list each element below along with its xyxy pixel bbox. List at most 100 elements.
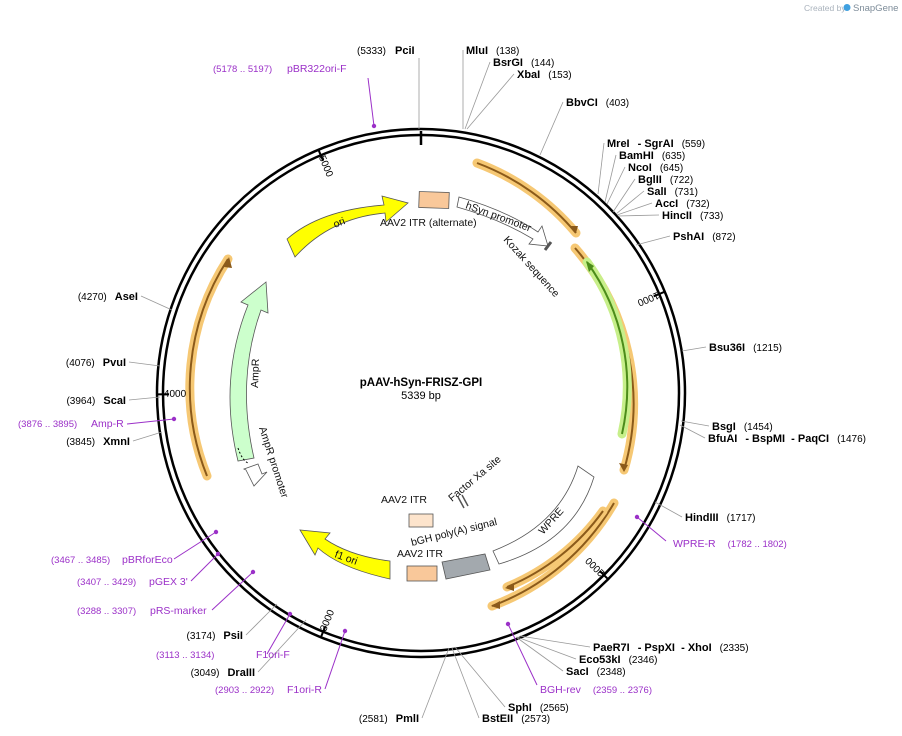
- enzyme-site-bsteii[interactable]: BstEII (2573): [482, 713, 550, 725]
- enzyme-site-pvui[interactable]: PvuI(4076): [66, 357, 126, 369]
- enzyme-site-hincii[interactable]: HincII (733): [662, 210, 723, 222]
- enzyme-site-pshai[interactable]: PshAI(872): [673, 231, 736, 243]
- enzyme-site-bamhi[interactable]: BamHI(635): [619, 150, 685, 162]
- enzyme-position: (3049): [191, 668, 220, 679]
- enzyme-site-paer7i[interactable]: PaeR7I- PspXI - XhoI(2335): [593, 642, 749, 654]
- enzyme-position: (4270): [78, 292, 107, 303]
- orf-arcs: [185, 158, 638, 611]
- primer-range: (3288 .. 3307): [77, 606, 136, 617]
- enzyme-leader: [617, 214, 660, 217]
- enzyme-leader: [128, 361, 161, 367]
- primer-leader: [636, 516, 667, 542]
- orf-arc-lower-right-inner: [502, 506, 608, 592]
- orf-arc-top-right: [472, 158, 581, 238]
- primer-range: (3876 .. 3895): [18, 419, 77, 430]
- enzyme-name: AccI: [655, 198, 678, 210]
- primer-wpre-r[interactable]: WPRE-R(1782 .. 1802): [673, 538, 787, 550]
- feature-label-factor-xa: Factor Xa site: [446, 453, 503, 504]
- enzyme-site-draiii[interactable]: DraIII (3049): [191, 667, 255, 679]
- enzyme-site-psii[interactable]: PsiI(3174): [187, 630, 243, 642]
- enzyme-site-xmni[interactable]: XmnI(3845): [66, 436, 130, 448]
- enzyme-site-asei[interactable]: AseI (4270): [78, 291, 138, 303]
- enzyme-site-xbai[interactable]: XbaI (153): [517, 69, 572, 81]
- primer-range: (3113 .. 3134): [156, 650, 214, 661]
- tick-label: 2000: [583, 554, 607, 578]
- enzyme-name: DraIII: [227, 667, 255, 679]
- primer-leader: [507, 623, 538, 686]
- enzyme-site-acci[interactable]: AccI(732): [655, 198, 710, 210]
- enzyme-site-pmli[interactable]: PmlI(2581): [359, 713, 419, 725]
- primer-amp-r[interactable]: (3876 .. 3895)Amp-R: [18, 418, 124, 430]
- enzyme-site-sali[interactable]: SalI(731): [647, 186, 698, 198]
- enzyme-leader: [515, 636, 564, 672]
- leader-lines: [128, 50, 710, 719]
- primer-leader: [211, 571, 254, 611]
- enzyme-position: (2581): [359, 714, 388, 725]
- tick-label: 1000: [635, 289, 660, 308]
- primer-pbr322ori-f[interactable]: (5178 .. 5197)pBR322ori-F: [213, 63, 347, 75]
- enzyme-name: HincII: [662, 210, 692, 222]
- snapgene-logo-icon: [843, 4, 851, 11]
- enzyme-name: BbvCI: [566, 97, 598, 109]
- primer-pbrforeco[interactable]: (3467 .. 3485)pBRforEco: [51, 554, 173, 566]
- enzyme-position: (559): [682, 139, 705, 150]
- feature-aav2-itr-2: AAV2 ITR: [397, 548, 443, 582]
- primer-name: F1ori-F: [256, 649, 290, 661]
- enzyme-position: (5333): [357, 46, 386, 57]
- enzyme-position: (153): [548, 70, 571, 81]
- enzyme-position: (2573): [521, 714, 550, 725]
- enzyme-site-bbvci[interactable]: BbvCI (403): [566, 97, 629, 109]
- feature-label-ori: ori: [332, 215, 347, 230]
- enzyme-leader: [597, 142, 605, 195]
- enzyme-name: SacI: [566, 666, 589, 678]
- enzyme-name: BstEII: [482, 713, 513, 725]
- tick-label: 4000: [164, 389, 187, 400]
- enzyme-position: (1215): [753, 343, 782, 354]
- primer-labels: (5178 .. 5197)pBR322ori-F WPRE-R(1782 .. …: [18, 63, 787, 696]
- enzyme-position: (733): [700, 211, 723, 222]
- primer-prs-marker[interactable]: (3288 .. 3307) pRS-marker: [77, 605, 207, 617]
- primer-f1ori-r[interactable]: (2903 .. 2922)F1ori-R: [215, 684, 322, 696]
- enzyme-site-sphi[interactable]: SphI(2565): [508, 702, 569, 714]
- enzyme-leader: [635, 235, 671, 246]
- snapgene-credit: Created by SnapGene: [804, 3, 898, 14]
- primer-binding-mark: [634, 514, 640, 520]
- enzyme-site-pcii[interactable]: (5333) PciI: [357, 45, 415, 57]
- enzyme-site-scai[interactable]: ScaI(3964): [66, 395, 126, 407]
- primer-bgh-rev[interactable]: BGH-rev(2359 .. 2376): [540, 684, 652, 696]
- feature-ori: ori: [286, 195, 409, 258]
- enzyme-position: (645): [660, 163, 683, 174]
- enzyme-site-mlui[interactable]: MluI(138): [466, 45, 519, 57]
- feature-aav2-itr: AAV2 ITR: [381, 494, 434, 528]
- enzyme-leader: [245, 603, 278, 636]
- enzyme-leader: [612, 178, 636, 213]
- enzyme-name: PciI: [395, 45, 415, 57]
- primer-name: F1ori-R: [287, 684, 322, 696]
- enzyme-site-bglii[interactable]: BglII(722): [638, 174, 693, 186]
- feature-label-ampr-promoter: AmpR promoter: [256, 425, 290, 500]
- enzyme-name: BsgI: [712, 421, 736, 433]
- enzyme-site-bsu36i[interactable]: Bsu36I(1215): [709, 342, 782, 354]
- orf-arc-lower-right-outer: [487, 498, 619, 611]
- enzyme-position: (403): [606, 98, 629, 109]
- enzyme-site-bsgi[interactable]: BsgI(1454): [712, 421, 773, 433]
- enzyme-site-mrei[interactable]: MreI- SgrAI(559): [607, 138, 705, 150]
- enzyme-site-saci[interactable]: SacI(2348): [566, 666, 626, 678]
- primer-name: pRS-marker: [150, 605, 207, 617]
- enzyme-site-bfuai[interactable]: BfuAI- BspMI - PaqCI(1476): [708, 433, 866, 445]
- enzyme-site-ncoi[interactable]: NcoI(645): [628, 162, 683, 174]
- enzyme-site-hindiii[interactable]: HindIII(1717): [685, 512, 756, 524]
- enzyme-site-bsrgi[interactable]: BsrGI(144): [493, 57, 554, 69]
- primer-pgex3[interactable]: (3407 .. 3429)pGEX 3': [77, 576, 188, 588]
- enzyme-name: AseI: [115, 291, 138, 303]
- enzyme-site-eco53ki[interactable]: Eco53kI(2346): [579, 654, 658, 666]
- enzyme-leader: [606, 166, 626, 205]
- enzyme-name: BfuAI: [708, 433, 737, 445]
- primer-leader: [266, 613, 291, 655]
- primer-f1ori-f[interactable]: (3113 .. 3134) F1ori-F: [156, 649, 290, 661]
- primer-leader: [126, 418, 175, 425]
- enzyme-name: XbaI: [517, 69, 540, 81]
- enzyme-position: (2346): [629, 655, 658, 666]
- primer-range: (2359 .. 2376): [593, 685, 652, 696]
- enzyme-position: (872): [712, 232, 735, 243]
